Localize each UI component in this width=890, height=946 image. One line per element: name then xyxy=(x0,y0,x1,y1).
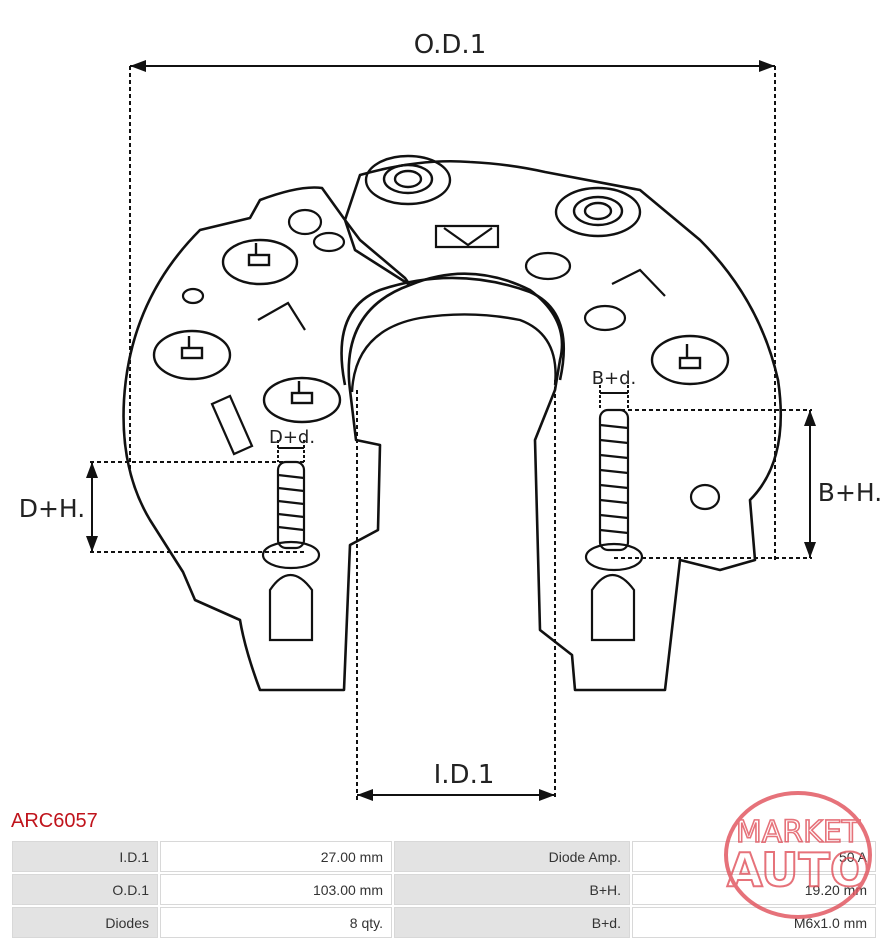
watermark-ring xyxy=(724,791,872,919)
part-code: ARC6057 xyxy=(11,810,98,832)
bd-label: B+d. xyxy=(592,368,637,389)
rectifier-diagram: O.D.1 I.D.1 D+H. D+d. B+H. B+d. xyxy=(19,30,882,801)
dimension-arrowheads xyxy=(86,60,816,801)
spec-label: Diodes xyxy=(12,907,158,938)
spec-label: B+H. xyxy=(394,874,630,905)
spec-label: B+d. xyxy=(394,907,630,938)
id-label: I.D.1 xyxy=(434,760,495,790)
mounting-holes xyxy=(181,208,721,511)
table-row: I.D.1 27.00 mm Diode Amp. 50 A xyxy=(12,841,876,872)
terminal-top-left xyxy=(364,154,452,206)
spec-table: I.D.1 27.00 mm Diode Amp. 50 A O.D.1 103… xyxy=(10,839,878,940)
table-row: O.D.1 103.00 mm B+H. 19.20 mm xyxy=(12,874,876,905)
spec-value: 27.00 mm xyxy=(160,841,392,872)
diode-mount-left-3 xyxy=(262,376,342,424)
table-row: Diodes 8 qty. B+d. M6x1.0 mm xyxy=(12,907,876,938)
spec-value: 103.00 mm xyxy=(160,874,392,905)
watermark-line2: AUTO xyxy=(727,843,869,897)
diode-mount-right xyxy=(650,334,730,386)
spec-label: Diode Amp. xyxy=(394,841,630,872)
spec-label: I.D.1 xyxy=(12,841,158,872)
spec-value: 50 A xyxy=(632,841,876,872)
dh-label: D+H. xyxy=(19,494,86,523)
rectifier-marks xyxy=(210,224,666,456)
od-label: O.D.1 xyxy=(414,30,487,60)
central-hole-inner xyxy=(350,313,557,393)
bolt-d-terminal xyxy=(261,460,321,642)
rectifier-body-outline xyxy=(122,159,783,692)
spec-value: 19.20 mm xyxy=(632,874,876,905)
bh-label: B+H. xyxy=(818,478,882,507)
diode-mount-left-1 xyxy=(221,238,299,286)
watermark-line1: MARKET xyxy=(736,815,861,850)
spec-value: 8 qty. xyxy=(160,907,392,938)
market-auto-watermark: MARKET AUTO xyxy=(724,791,872,919)
diode-mount-left-2 xyxy=(152,329,232,381)
dd-label: D+d. xyxy=(269,427,315,448)
spec-value: M6x1.0 mm xyxy=(632,907,876,938)
spec-label: O.D.1 xyxy=(12,874,158,905)
dimension-lines xyxy=(90,65,812,800)
central-hole-rim xyxy=(340,276,566,386)
bolt-b-terminal xyxy=(584,408,644,642)
terminal-top-right xyxy=(554,186,642,238)
